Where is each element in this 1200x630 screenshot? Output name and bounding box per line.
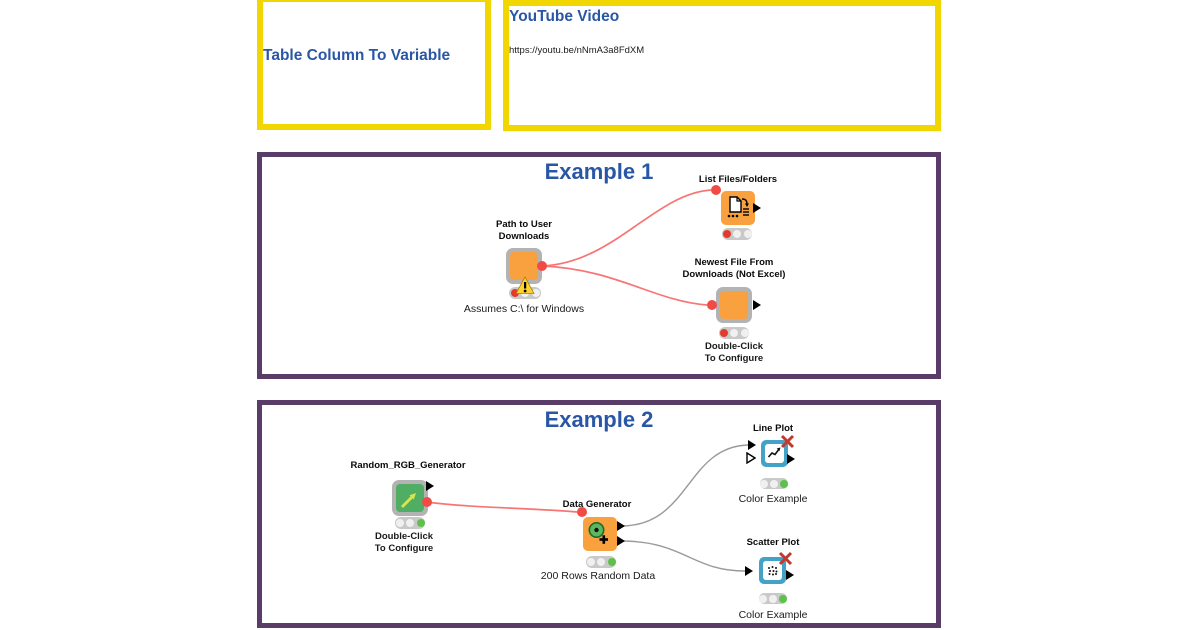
- node-list-files-folders[interactable]: [721, 191, 755, 225]
- node-newest-file-from-downloads[interactable]: [716, 287, 752, 323]
- traffic-red: [510, 289, 519, 297]
- flow-variable-output-port[interactable]: [537, 261, 547, 271]
- traffic-yellow: [597, 558, 605, 566]
- traffic-red: [760, 479, 768, 488]
- node-path-to-user-downloads[interactable]: [506, 248, 542, 284]
- optional-input-port[interactable]: [746, 452, 756, 464]
- traffic-red: [395, 519, 404, 527]
- data-input-port[interactable]: [745, 566, 753, 576]
- example-1-title: Example 1: [544, 159, 654, 184]
- traffic-green: [779, 594, 788, 603]
- node-label-random-rgb-generator: Random_RGB_Generator: [350, 460, 466, 471]
- traffic-yellow: [733, 230, 741, 238]
- traffic-green: [531, 289, 540, 297]
- traffic-green: [740, 329, 749, 337]
- node-label-list-files-folders: List Files/Folders: [698, 174, 778, 185]
- traffic-red: [759, 594, 767, 603]
- data-output-port[interactable]: [787, 454, 795, 464]
- flow-variable-output-port[interactable]: [422, 497, 432, 507]
- traffic-light-status: [760, 478, 789, 489]
- youtube-url-text: https://youtu.be/nNmA3a8FdXM: [509, 45, 645, 56]
- node-note-200-rows: 200 Rows Random Data: [540, 570, 656, 582]
- data-output-port[interactable]: [786, 570, 794, 580]
- flow-variable-input-port[interactable]: [707, 300, 717, 310]
- component-body: [396, 484, 424, 512]
- component-body: [510, 252, 538, 280]
- data-output-port[interactable]: [753, 203, 761, 213]
- annotation-table-column-to-variable[interactable]: Table Column To Variable: [257, 0, 491, 130]
- node-label-newest-file: Newest File From Downloads (Not Excel): [682, 257, 786, 281]
- traffic-green: [780, 479, 789, 488]
- data-output-port-1[interactable]: [617, 521, 625, 531]
- node-label-line-plot: Line Plot: [752, 423, 794, 434]
- node-data-generator[interactable]: [583, 517, 617, 551]
- data-output-port[interactable]: [753, 300, 761, 310]
- data-output-port[interactable]: [426, 481, 434, 491]
- traffic-yellow: [406, 519, 414, 527]
- line-chart-icon: [765, 444, 784, 463]
- traffic-red: [722, 230, 731, 238]
- example-2-title: Example 2: [544, 407, 654, 432]
- target-plus-icon: [588, 522, 608, 544]
- flow-variable-input-port[interactable]: [711, 185, 721, 195]
- red-x-icon: [780, 434, 795, 449]
- traffic-light-status: [722, 228, 752, 240]
- traffic-light-status: [586, 556, 616, 568]
- annotation-example-2[interactable]: Example 2: [257, 400, 941, 628]
- annotation-title: Table Column To Variable: [263, 47, 451, 64]
- node-note-assumes-windows: Assumes C:\ for Windows: [463, 303, 585, 315]
- node-label-data-generator: Data Generator: [562, 499, 632, 510]
- traffic-yellow: [769, 594, 777, 603]
- diagonal-arrow-icon: [400, 493, 416, 509]
- traffic-light-status: [759, 593, 788, 604]
- scatter-chart-icon: [763, 561, 782, 580]
- traffic-light-status: [395, 517, 425, 529]
- traffic-light-status: [719, 327, 749, 339]
- node-note-color-example: Color Example: [738, 609, 808, 621]
- red-x-icon: [778, 551, 793, 566]
- flow-variable-input-port[interactable]: [577, 507, 587, 517]
- traffic-green: [743, 230, 752, 238]
- component-body: [720, 291, 748, 319]
- file-list-icon: [727, 196, 749, 218]
- traffic-yellow: [730, 329, 738, 337]
- node-label-scatter-plot: Scatter Plot: [746, 537, 800, 548]
- traffic-green: [607, 558, 616, 566]
- warning-triangle-icon: [515, 276, 535, 294]
- node-note-double-click: Double-Click To Configure: [374, 531, 434, 555]
- traffic-red: [719, 329, 728, 337]
- traffic-red: [586, 558, 595, 566]
- annotation-example-1[interactable]: Example 1: [257, 152, 941, 379]
- traffic-green: [416, 519, 425, 527]
- data-input-port[interactable]: [748, 440, 756, 450]
- traffic-yellow: [770, 479, 778, 488]
- annotation-title: YouTube Video: [509, 8, 620, 25]
- node-note-color-example: Color Example: [738, 493, 808, 505]
- node-label-path-to-user-downloads: Path to User Downloads: [496, 219, 552, 243]
- node-scatter-plot[interactable]: [759, 557, 786, 584]
- data-output-port-2[interactable]: [617, 536, 625, 546]
- node-note-double-click: Double-Click To Configure: [704, 341, 764, 365]
- annotation-youtube-video[interactable]: YouTube Video https://youtu.be/nNmA3a8Fd…: [503, 0, 941, 131]
